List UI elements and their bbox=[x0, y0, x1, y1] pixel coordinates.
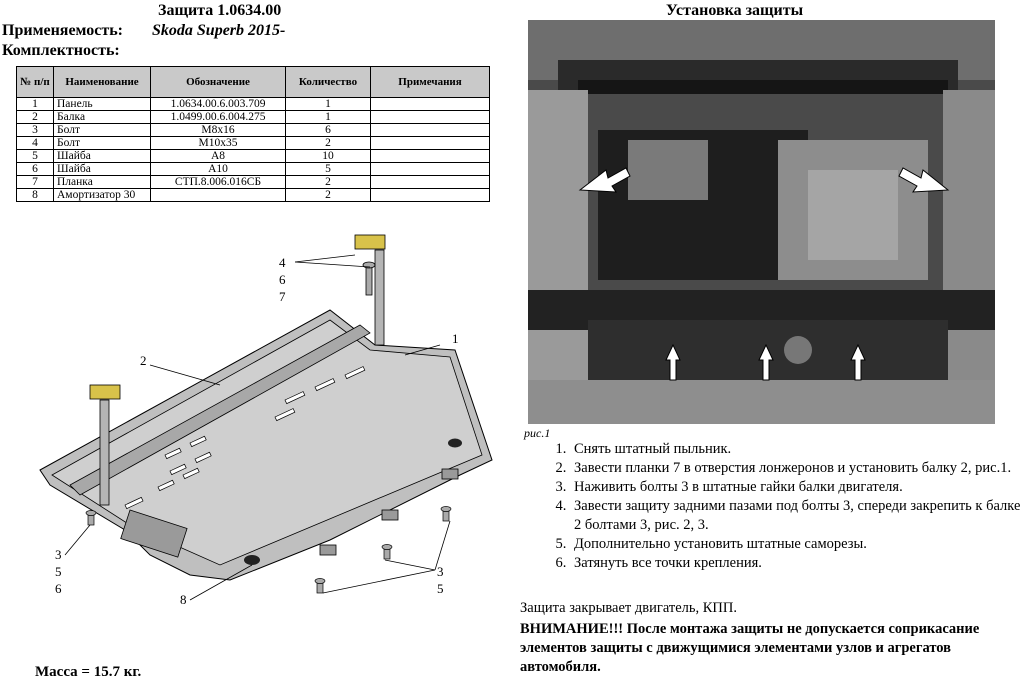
callout-5-right: 5 bbox=[437, 581, 444, 596]
cell-number: 3 bbox=[16, 123, 54, 137]
cell-note bbox=[370, 110, 490, 124]
cell-qty: 2 bbox=[285, 175, 371, 189]
callout-beam: 2 bbox=[140, 353, 147, 368]
cell-note bbox=[370, 97, 490, 111]
figure-caption: рис.1 bbox=[524, 426, 551, 440]
cell-code: 1.0499.00.6.004.275 bbox=[150, 110, 286, 124]
beam-part bbox=[69, 324, 371, 496]
col-notes: Примечания bbox=[370, 66, 490, 98]
step-item: Завести защиту задними пазами под болты … bbox=[570, 497, 1030, 535]
cell-number: 6 bbox=[16, 162, 54, 176]
parts-table-header: № п/п Наименование Обозначение Количеств… bbox=[16, 66, 490, 98]
mass-label: Масса = 15.7 кг. bbox=[35, 664, 142, 680]
cell-qty: 10 bbox=[285, 149, 371, 163]
callout-top-right-group: 4 6 7 bbox=[279, 254, 286, 305]
cell-name: Шайба bbox=[53, 149, 151, 163]
cell-code: СТП.8.006.016СБ bbox=[150, 175, 286, 189]
installation-photo bbox=[528, 20, 995, 424]
mounting-tabs bbox=[120, 468, 459, 558]
cell-number: 4 bbox=[16, 136, 54, 150]
panel-slots bbox=[124, 366, 366, 510]
callout-left-group: 3 5 6 bbox=[55, 546, 62, 597]
cell-note bbox=[370, 175, 490, 189]
applicability-label: Применяемость: bbox=[2, 22, 123, 39]
cell-name: Балка bbox=[53, 110, 151, 124]
cell-number: 2 bbox=[16, 110, 54, 124]
skid-plate-top-face bbox=[51, 319, 483, 566]
callout-damper: 8 bbox=[180, 592, 187, 607]
warning-text: ВНИМАНИЕ!!! После монтажа защиты не допу… bbox=[520, 621, 980, 675]
step-item: Дополнительно установить штатные саморез… bbox=[570, 535, 1030, 554]
installation-steps: Снять штатный пыльник. Завести планки 7 … bbox=[522, 440, 1030, 573]
installation-title: Установка защиты bbox=[666, 2, 804, 19]
callout-3-left: 3 bbox=[55, 547, 62, 562]
leader-lines bbox=[64, 254, 451, 601]
damper-part-rear bbox=[448, 438, 462, 448]
callout-6: 6 bbox=[279, 272, 286, 287]
cell-name: Болт bbox=[53, 123, 151, 137]
cell-code: 1.0634.00.6.003.709 bbox=[150, 97, 286, 111]
cell-name: Панель bbox=[53, 97, 151, 111]
cell-code bbox=[150, 188, 286, 202]
cell-qty: 1 bbox=[285, 97, 371, 111]
step-item: Завести планки 7 в отверстия лонжеронов … bbox=[570, 459, 1030, 478]
cell-qty: 2 bbox=[285, 188, 371, 202]
callout-6-left: 6 bbox=[55, 581, 62, 596]
bracket-part-right bbox=[354, 234, 386, 346]
protects-note: Защита закрывает двигатель, КПП. bbox=[520, 600, 737, 616]
callout-4: 4 bbox=[279, 255, 286, 270]
col-number: № п/п bbox=[16, 66, 54, 98]
doc-title: Защита 1.0634.00 bbox=[158, 2, 282, 19]
exploded-drawing bbox=[39, 234, 493, 601]
callout-bottom-right-group: 3 5 bbox=[437, 563, 444, 597]
callout-5-left: 5 bbox=[55, 564, 62, 579]
applicability-value: Skoda Superb 2015- bbox=[152, 22, 286, 39]
damper-part-front bbox=[244, 555, 260, 565]
kit-label: Комплектность: bbox=[2, 42, 120, 59]
cell-note bbox=[370, 162, 490, 176]
col-qty: Количество bbox=[285, 66, 371, 98]
cell-note bbox=[370, 123, 490, 137]
step-item: Затянуть все точки крепления. bbox=[570, 554, 1030, 573]
cell-name: Шайба bbox=[53, 162, 151, 176]
cell-name: Амортизатор 30 bbox=[53, 188, 151, 202]
cell-qty: 1 bbox=[285, 110, 371, 124]
bracket-part-left bbox=[89, 384, 121, 506]
cell-note bbox=[370, 136, 490, 150]
cell-qty: 6 bbox=[285, 123, 371, 137]
cell-note bbox=[370, 149, 490, 163]
arrow-icons bbox=[578, 167, 950, 381]
cell-name: Планка bbox=[53, 175, 151, 189]
col-name: Наименование bbox=[53, 66, 151, 98]
cell-code: М8х16 bbox=[150, 123, 286, 137]
cell-number: 7 bbox=[16, 175, 54, 189]
cell-code: А10 bbox=[150, 162, 286, 176]
cell-code: А8 bbox=[150, 149, 286, 163]
cell-number: 8 bbox=[16, 188, 54, 202]
cell-number: 5 bbox=[16, 149, 54, 163]
cell-code: М10х35 bbox=[150, 136, 286, 150]
callout-panel: 1 bbox=[452, 331, 459, 346]
step-item: Наживить болты 3 в штатные гайки балки д… bbox=[570, 478, 1030, 497]
parts-table: № п/п Наименование Обозначение Количеств… bbox=[16, 66, 490, 202]
underbody-photo-illustration bbox=[528, 20, 995, 424]
cell-qty: 2 bbox=[285, 136, 371, 150]
callout-7: 7 bbox=[279, 289, 286, 304]
callout-3-right: 3 bbox=[437, 564, 444, 579]
cell-number: 1 bbox=[16, 97, 54, 111]
col-code: Обозначение bbox=[150, 66, 286, 98]
cell-note bbox=[370, 188, 490, 202]
bolts-bottom bbox=[85, 506, 452, 594]
step-item: Снять штатный пыльник. bbox=[570, 440, 1030, 459]
cell-qty: 5 bbox=[285, 162, 371, 176]
cell-name: Болт bbox=[53, 136, 151, 150]
